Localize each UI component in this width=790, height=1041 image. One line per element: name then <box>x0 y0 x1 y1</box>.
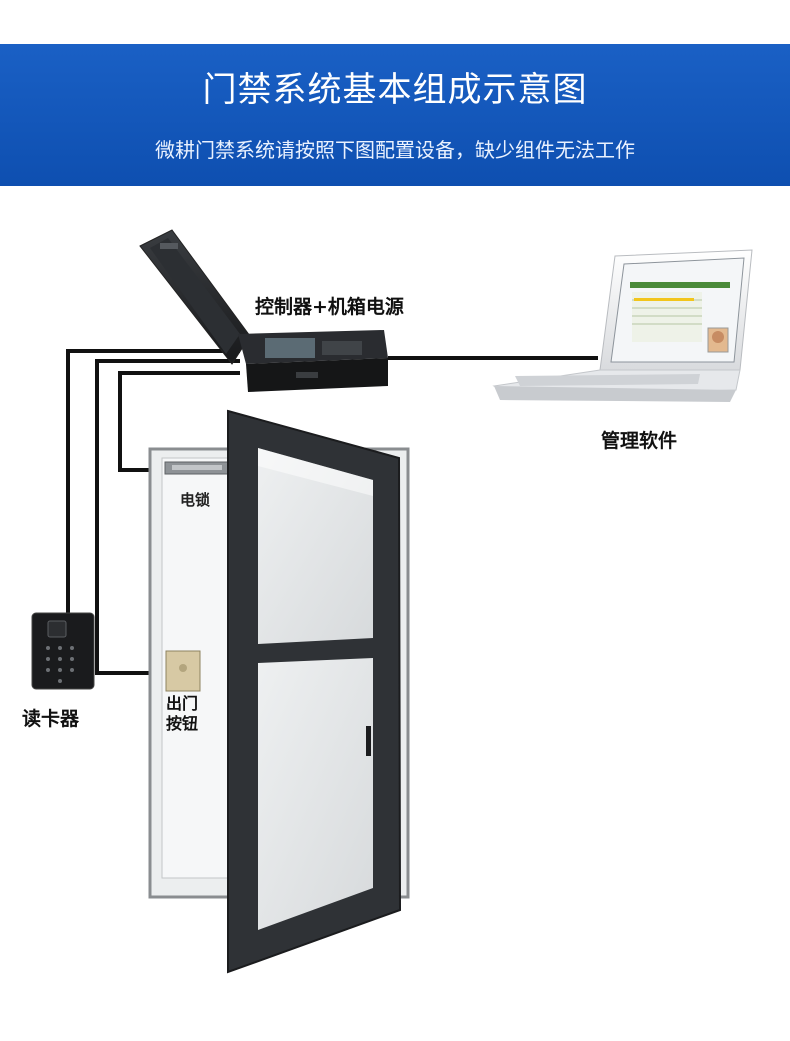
wire-reader <box>66 349 240 614</box>
controller-box <box>139 229 388 392</box>
access-control-diagram: 控制器+机箱电源 管理软件 电锁 读卡器 出门按钮 <box>0 186 790 1037</box>
page-title: 门禁系统基本组成示意图 <box>202 70 588 110</box>
card-reader-device <box>31 612 95 690</box>
exit-button-label: 出门按钮 <box>166 694 199 733</box>
header-banner: 门禁系统基本组成示意图 微耕门禁系统请按照下图配置设备，缺少组件无法工作 <box>0 44 790 186</box>
lock-label: 电锁 <box>180 491 211 509</box>
exit-button-device <box>165 650 201 692</box>
page-subtitle: 微耕门禁系统请按照下图配置设备，缺少组件无法工作 <box>155 138 635 162</box>
wire-exit-button <box>95 359 240 675</box>
wire-lock <box>118 371 240 472</box>
door-leaf <box>227 409 402 974</box>
reader-label: 读卡器 <box>22 708 80 730</box>
diagram-canvas <box>31 229 753 974</box>
wiring <box>66 349 598 675</box>
laptop <box>492 249 753 402</box>
electric-lock <box>164 461 231 475</box>
controller-label: 控制器+机箱电源 <box>255 296 404 318</box>
software-label: 管理软件 <box>601 430 678 452</box>
